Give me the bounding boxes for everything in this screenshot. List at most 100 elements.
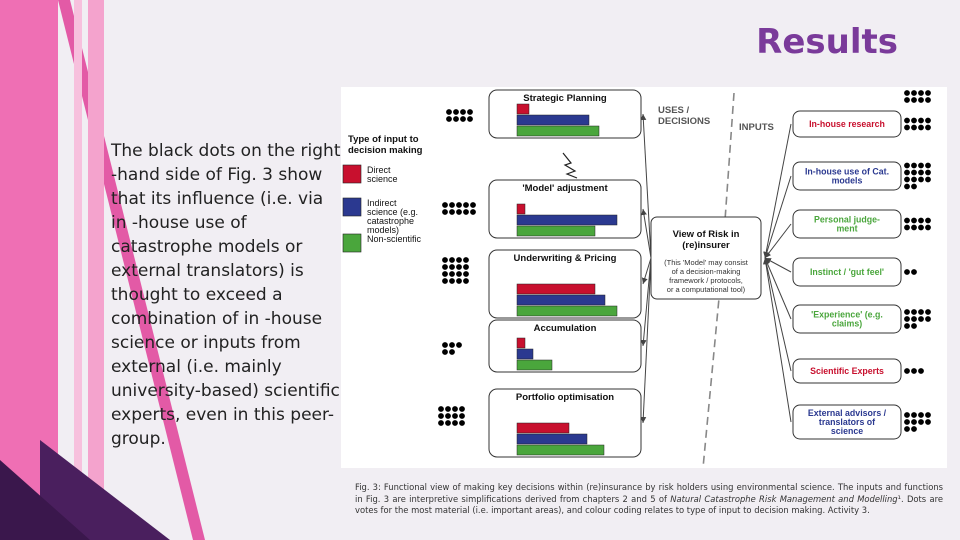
vote-dot xyxy=(904,368,910,374)
decision-bar xyxy=(516,422,570,434)
decision-arrow xyxy=(640,113,652,259)
view-of-risk-note: or a computational tool) xyxy=(667,285,746,294)
vote-dot xyxy=(918,162,924,169)
vote-dot xyxy=(904,316,910,322)
vote-dot xyxy=(904,162,910,169)
vote-dot xyxy=(911,426,917,432)
vote-dot xyxy=(442,342,448,348)
vote-dot xyxy=(442,278,448,284)
vote-dot xyxy=(438,406,444,412)
vote-dot xyxy=(911,412,917,418)
input-vote-dots xyxy=(904,309,931,329)
vote-dot xyxy=(442,349,448,355)
decision-bar xyxy=(516,214,618,226)
vote-dot xyxy=(911,309,917,315)
vote-dot xyxy=(918,117,924,124)
vote-dot xyxy=(918,90,924,96)
vote-dot xyxy=(442,271,448,277)
vote-dot xyxy=(449,202,455,208)
vote-dot xyxy=(918,169,924,176)
input-label: In-house research xyxy=(809,119,885,129)
caption-text-b: ¹. Dots are votes for the most material … xyxy=(355,493,943,516)
vote-dot xyxy=(925,162,931,169)
vote-dot xyxy=(918,217,924,224)
vote-dot xyxy=(925,316,931,322)
decision-arrow xyxy=(641,208,652,259)
vote-dot xyxy=(442,257,448,263)
legend-item-label: Direct xyxy=(367,165,391,175)
vote-dot xyxy=(911,224,917,231)
vote-dot xyxy=(446,109,452,115)
decision-bar xyxy=(516,283,596,295)
input-box xyxy=(792,304,902,334)
input-label: ment xyxy=(836,224,857,234)
decision-arrow xyxy=(641,257,652,285)
vote-dot xyxy=(918,224,924,231)
legend-item-label: science xyxy=(367,174,398,184)
decision-bar xyxy=(516,433,588,445)
input-box xyxy=(792,161,902,191)
decision-bar xyxy=(516,444,605,456)
decision-label: Underwriting & Pricing xyxy=(514,253,617,264)
vote-dot xyxy=(925,224,931,231)
vote-dot xyxy=(904,309,910,315)
vote-dot xyxy=(904,124,910,131)
input-label: claims) xyxy=(832,319,862,329)
vote-dot xyxy=(452,413,458,419)
legend-title-line: decision making xyxy=(348,145,423,156)
vote-dot xyxy=(452,420,458,426)
vote-dot xyxy=(904,169,910,176)
vote-dot xyxy=(904,426,910,432)
vote-dot xyxy=(925,90,931,96)
vote-dot xyxy=(918,124,924,131)
decision-label: Strategic Planning xyxy=(523,93,607,104)
decision-label: Portfolio optimisation xyxy=(516,392,614,403)
input-vote-dots xyxy=(904,269,917,275)
vote-dot xyxy=(442,202,448,208)
top-vote-dots xyxy=(904,90,931,103)
vote-dot xyxy=(456,342,462,348)
input-arrow xyxy=(764,257,792,320)
vote-dot xyxy=(918,316,924,322)
vote-dot xyxy=(925,169,931,176)
legend-swatch xyxy=(342,164,362,184)
vote-dot xyxy=(470,209,476,215)
vote-dot xyxy=(918,97,924,103)
slide-title: Results xyxy=(756,22,898,62)
legend-item-label: models) xyxy=(367,225,399,235)
vote-dot xyxy=(449,257,455,263)
vote-dot xyxy=(445,406,451,412)
decision-vote-dots xyxy=(438,406,465,426)
vote-dot xyxy=(452,406,458,412)
vote-dot xyxy=(456,202,462,208)
vote-dot xyxy=(918,368,924,374)
vote-dot xyxy=(925,97,931,103)
input-label: In-house use of Cat. xyxy=(805,167,889,177)
vote-dot xyxy=(918,309,924,315)
vote-dot xyxy=(463,264,469,270)
input-arrow xyxy=(763,123,792,259)
decision-vote-dots xyxy=(442,202,476,215)
decision-bar xyxy=(516,203,526,215)
vote-dot xyxy=(925,412,931,418)
vote-dot xyxy=(463,278,469,284)
decision-bar xyxy=(516,359,553,371)
input-label: 'Experience' (e.g. xyxy=(811,310,883,320)
vote-dot xyxy=(446,116,452,122)
view-of-risk-note: of a decision-making xyxy=(672,267,741,276)
decision-vote-dots xyxy=(442,342,462,355)
view-of-risk-title: (re)insurer xyxy=(682,240,730,251)
input-box xyxy=(792,209,902,239)
vote-dot xyxy=(459,413,465,419)
vote-dot xyxy=(911,97,917,103)
scribble-mark xyxy=(562,152,578,179)
uses-label: USES / xyxy=(658,105,690,116)
vote-dot xyxy=(463,271,469,277)
vote-dot xyxy=(911,419,917,425)
decision-vote-dots xyxy=(446,109,473,122)
vote-dot xyxy=(449,209,455,215)
input-label: translators of xyxy=(819,417,875,427)
